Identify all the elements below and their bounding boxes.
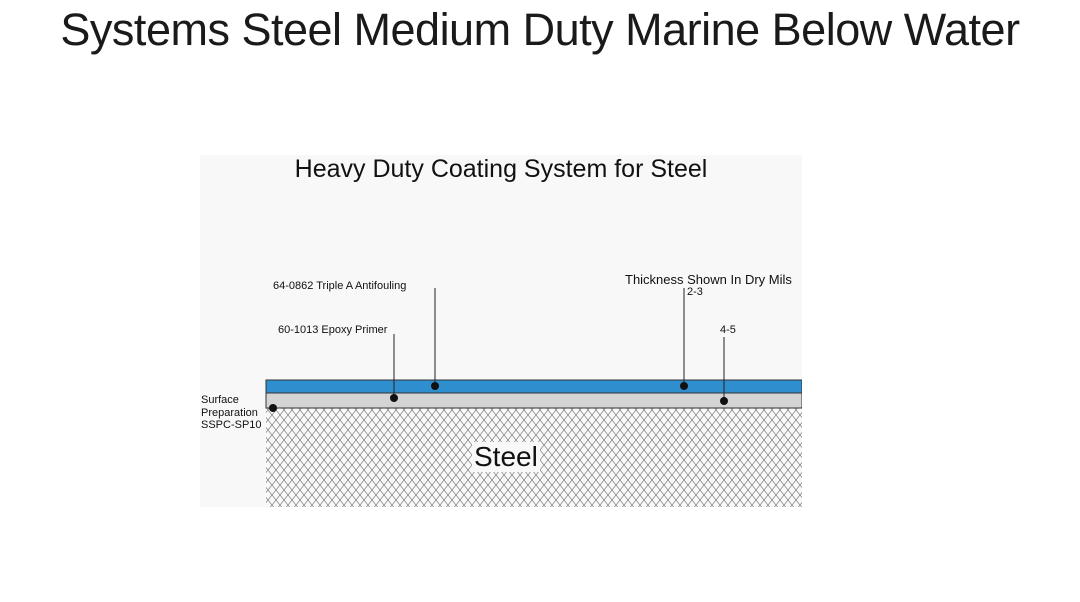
surface-prep-line-2: Preparation xyxy=(201,407,258,419)
antifouling-dot xyxy=(431,382,439,390)
surface-prep-line-1: Surface xyxy=(201,394,239,406)
antifouling-thickness: 2-3 xyxy=(687,286,703,298)
primer-dot xyxy=(390,394,398,402)
antifouling-label: 64-0862 Triple A Antifouling xyxy=(273,280,407,292)
antifouling-thickness-dot xyxy=(680,382,688,390)
steel-label: Steel xyxy=(472,441,540,472)
primer-thickness: 4-5 xyxy=(720,324,736,336)
coating-system-diagram: Heavy Duty Coating System for Steel 64-0… xyxy=(200,155,802,507)
antifouling-layer xyxy=(265,379,802,394)
surface-prep-line-3: SSPC-SP10 xyxy=(201,419,262,431)
primer-label: 60-1013 Epoxy Primer xyxy=(278,324,388,336)
primer-thickness-dot xyxy=(720,397,728,405)
thickness-note: Thickness Shown In Dry Mils xyxy=(625,272,792,287)
diagram-title: Heavy Duty Coating System for Steel xyxy=(294,155,708,183)
surface-prep-dot xyxy=(269,404,277,412)
slide-title: Systems Steel Medium Duty Marine Below W… xyxy=(60,4,1020,55)
